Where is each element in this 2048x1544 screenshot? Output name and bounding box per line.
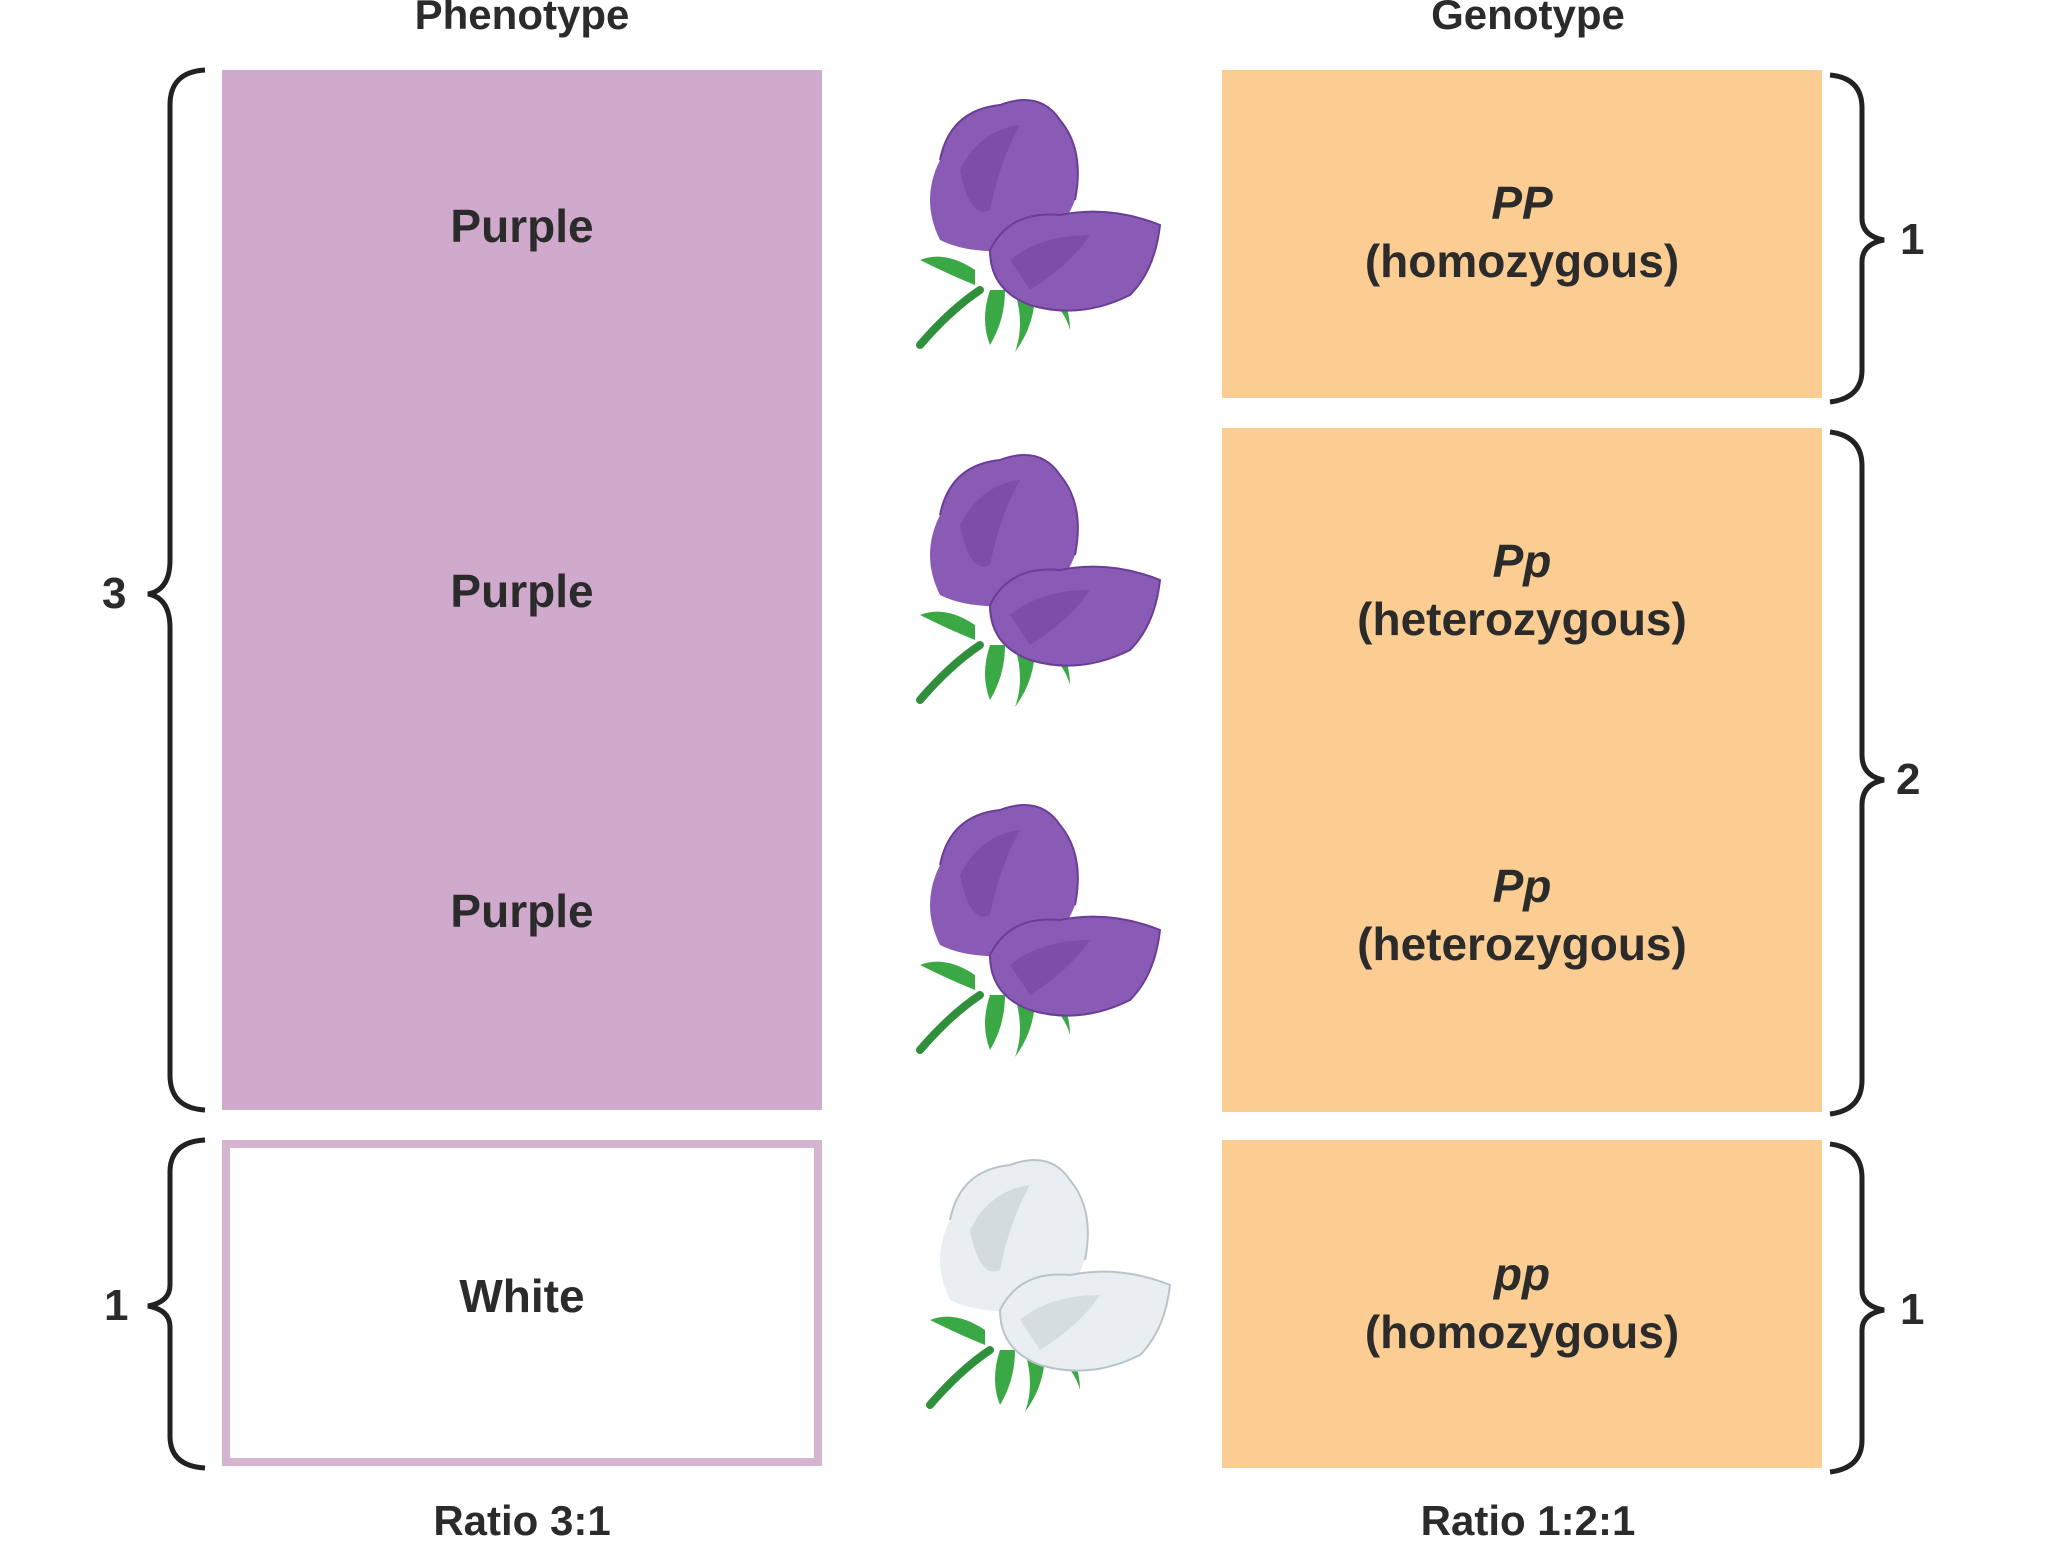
genotype-description: (homozygous) bbox=[1364, 1305, 1680, 1358]
purple-flower-icon bbox=[916, 454, 1162, 707]
phenotype-purple-box bbox=[222, 70, 822, 1110]
phenotype-label-4: White bbox=[459, 1270, 585, 1322]
purple-flower-icon bbox=[916, 99, 1162, 352]
genotype-symbol: Pp bbox=[1492, 860, 1552, 912]
white-flower-icon bbox=[926, 1159, 1172, 1412]
genotype-description: (heterozygous) bbox=[1357, 917, 1687, 970]
genotype-label-4: pp (homozygous) bbox=[1222, 1246, 1822, 1361]
purple-flower-icon bbox=[916, 804, 1162, 1057]
genotype-symbol: PP bbox=[1491, 177, 1553, 229]
right-bracket-pp-recessive bbox=[1829, 1141, 1885, 1475]
left-bracket-purple bbox=[147, 67, 206, 1113]
right-bracket-pp-dominant bbox=[1829, 72, 1885, 405]
phenotype-label-1: Purple bbox=[450, 200, 594, 252]
genotype-count-heterozygous: 2 bbox=[1896, 755, 1921, 804]
genotype-description: (heterozygous) bbox=[1357, 592, 1687, 645]
genotype-symbol: pp bbox=[1493, 1248, 1551, 1300]
genotype-header: Genotype bbox=[1431, 0, 1625, 38]
genotype-count-homozygous-dominant: 1 bbox=[1900, 215, 1925, 264]
phenotype-count-white: 1 bbox=[104, 1281, 129, 1330]
genotype-ratio: Ratio 1:2:1 bbox=[1420, 1497, 1636, 1544]
phenotype-label-3: Purple bbox=[450, 885, 594, 937]
right-bracket-heterozygous bbox=[1829, 429, 1885, 1117]
phenotype-white-box bbox=[222, 1140, 822, 1466]
phenotype-ratio: Ratio 3:1 bbox=[433, 1497, 611, 1544]
genotype-box-pp-recessive bbox=[1222, 1140, 1822, 1468]
genotype-box-pp-dominant bbox=[1222, 70, 1822, 398]
left-bracket-white bbox=[147, 1137, 206, 1471]
phenotype-label-2: Purple bbox=[450, 565, 594, 617]
genotype-count-homozygous-recessive: 1 bbox=[1900, 1285, 1925, 1334]
genotype-label-1: PP (homozygous) bbox=[1222, 175, 1822, 290]
genotype-label-2: Pp (heterozygous) bbox=[1222, 533, 1822, 648]
genotype-box-heterozygous bbox=[1222, 428, 1822, 1112]
genotype-symbol: Pp bbox=[1492, 535, 1552, 587]
phenotype-count-purple: 3 bbox=[102, 569, 127, 618]
genotype-description: (homozygous) bbox=[1364, 234, 1680, 287]
phenotype-header: Phenotype bbox=[414, 0, 630, 38]
genotype-label-3: Pp (heterozygous) bbox=[1222, 858, 1822, 973]
